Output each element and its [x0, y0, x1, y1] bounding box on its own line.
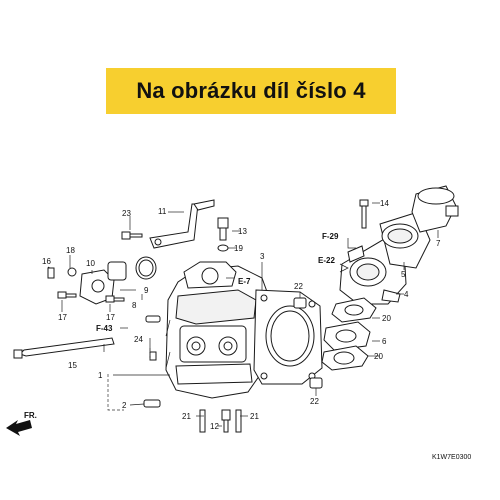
callout-16: 16 — [42, 257, 51, 266]
callout-22-upper: 22 — [294, 282, 303, 291]
studs-and-plug[interactable] — [199, 409, 242, 433]
callout-3: 3 — [260, 252, 265, 261]
callout-20-upper: 20 — [382, 314, 391, 323]
reference-f29: F-29 — [322, 232, 339, 241]
leader-lines — [47, 202, 439, 427]
callout-5: 5 — [401, 270, 406, 279]
callout-17-right: 17 — [106, 313, 115, 322]
front-direction-arrow-icon — [6, 420, 32, 436]
diagram-code: K1W7E0300 — [432, 454, 471, 461]
callout-10: 10 — [86, 259, 95, 268]
callout-9: 9 — [144, 286, 149, 295]
dowel-pins[interactable] — [293, 297, 323, 389]
callout-19: 19 — [234, 244, 243, 253]
callout-6: 6 — [382, 337, 387, 346]
callout-17-left: 17 — [58, 313, 67, 322]
temperature-sensor[interactable] — [217, 217, 229, 252]
callout-21-left: 21 — [182, 412, 191, 421]
callout-24: 24 — [134, 335, 143, 344]
bolt-23[interactable] — [121, 231, 143, 240]
head-gasket[interactable] — [253, 289, 323, 385]
intake-gaskets[interactable] — [321, 297, 377, 371]
hose-clamp[interactable] — [411, 185, 459, 233]
callout-8: 8 — [132, 301, 137, 310]
reference-e7: E-7 — [238, 277, 251, 286]
bolt-14[interactable] — [359, 199, 369, 229]
part-number-banner: Na obrázku díl číslo 4 — [106, 68, 396, 114]
reference-e22: E-22 — [318, 256, 335, 265]
reference-f43: F-43 — [96, 324, 113, 333]
callout-11: 11 — [158, 207, 167, 216]
callout-15: 15 — [68, 361, 77, 370]
reference-arrows — [120, 238, 356, 329]
callout-23: 23 — [122, 209, 131, 218]
callout-21-right: 21 — [250, 412, 259, 421]
callout-2: 2 — [122, 401, 127, 410]
callout-14: 14 — [380, 199, 389, 208]
front-marker-label: FR. — [24, 411, 37, 420]
callout-22-lower: 22 — [310, 397, 319, 406]
callout-4: 4 — [404, 290, 409, 299]
callout-20-lower: 20 — [374, 352, 383, 361]
callout-13: 13 — [238, 227, 247, 236]
bracket-11[interactable] — [149, 199, 215, 249]
callout-18: 18 — [66, 246, 75, 255]
callout-12: 12 — [210, 422, 219, 431]
cylinder-head[interactable] — [165, 261, 271, 399]
dowel-pins-small[interactable] — [143, 315, 161, 408]
stud-bolt-15[interactable] — [13, 337, 115, 359]
callout-1: 1 — [98, 371, 103, 380]
small-fasteners[interactable] — [47, 267, 125, 303]
banner-text: Na obrázku díl číslo 4 — [136, 78, 366, 103]
callout-7: 7 — [436, 239, 441, 248]
